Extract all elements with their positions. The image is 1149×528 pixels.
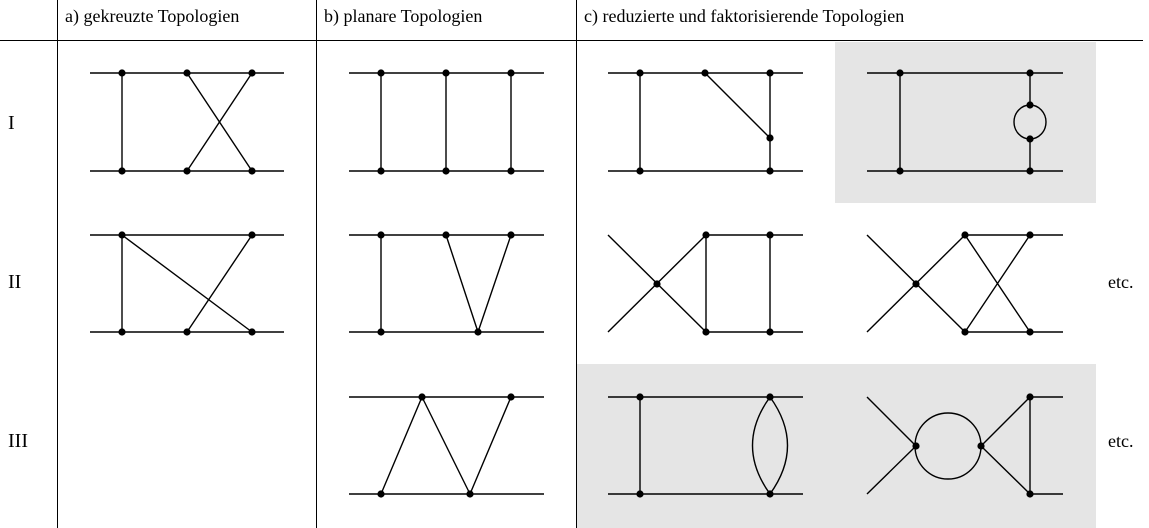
header-rule [0, 40, 1143, 41]
header-b: b) planare Topologien [324, 6, 483, 26]
diagram-c-II-reduced-crossed [866, 231, 1063, 336]
diagram-a-I-crossed-box [90, 69, 284, 175]
header-a: a) gekreuzte Topologien [65, 6, 240, 26]
diagram-b-I-ladder [349, 69, 544, 175]
diagram-c-I-bubble-box [867, 69, 1063, 175]
row-label-III: III [8, 430, 28, 452]
row-label-I: I [8, 112, 15, 134]
diagram-c-III-lens-box [608, 393, 803, 498]
diagram-c-I-reduced-box [608, 69, 803, 175]
diagram-a-II-crossed-diagonal [90, 231, 284, 336]
etc-row-II: etc. [1108, 272, 1134, 292]
diagram-b-III-zigzag [349, 393, 544, 498]
etc-row-III: etc. [1108, 431, 1134, 451]
column-divider-b [316, 0, 317, 528]
header-c: c) reduzierte und faktorisierende Topolo… [584, 6, 905, 26]
shaded-panel-c-III [577, 364, 1096, 528]
diagram-c-III-bubble-chain [866, 393, 1063, 498]
diagram-c-II-reduced-planar [607, 231, 803, 336]
column-divider-c [576, 0, 577, 528]
column-divider-a [57, 0, 58, 528]
row-label-II: II [8, 271, 22, 293]
shaded-panel-c-I-right [835, 42, 1096, 203]
diagram-b-II-planar-v [349, 231, 544, 336]
